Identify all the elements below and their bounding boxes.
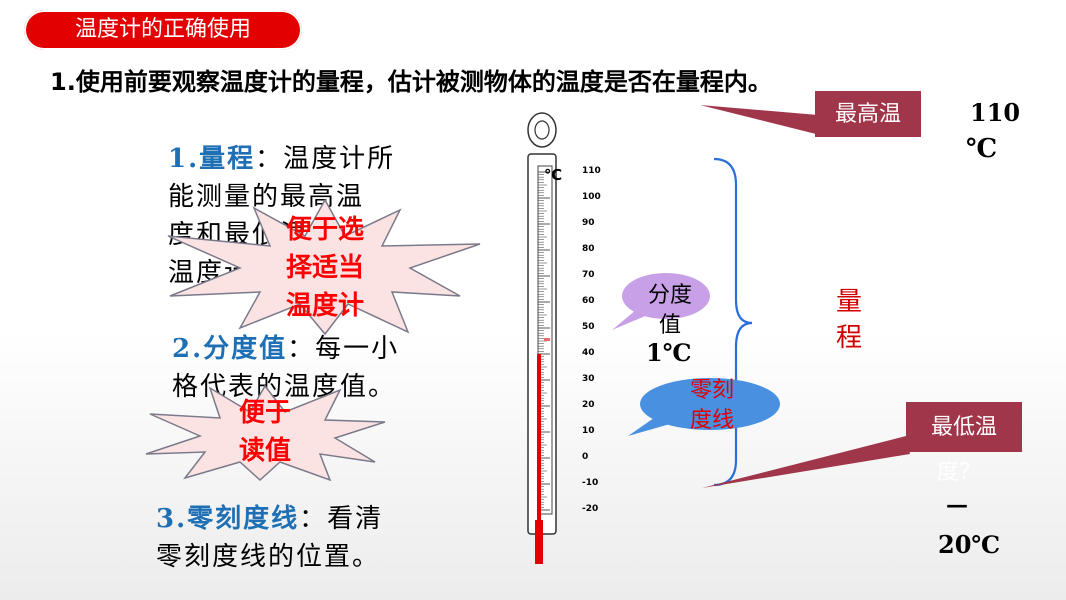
range-label-2: 程 — [836, 323, 863, 353]
max-temp-value-number: 110 — [970, 98, 1021, 127]
burst-select-thermometer — [167, 198, 481, 336]
max-callout-pointer — [700, 105, 828, 137]
burst1-line1: 便于选 — [285, 215, 364, 245]
thermometer-tick-label: 110 — [582, 166, 601, 176]
thermometer-tick-label: 40 — [582, 348, 595, 358]
thermometer-liquid — [537, 354, 541, 522]
item-division-line1: ：每一小 — [287, 334, 400, 364]
min-temp-box: 最低温 — [906, 402, 1022, 452]
burst-read-value — [145, 384, 386, 482]
item-zero-line: 3.零刻度线：看清 零刻度线的位置。 — [156, 500, 456, 576]
min-temp-q: 度？ — [937, 460, 982, 485]
thermometer-tick-label: 70 — [582, 270, 595, 280]
thermometer — [527, 112, 557, 564]
division-bubble — [612, 273, 710, 330]
thermometer-tick-label: 10 — [582, 426, 595, 436]
range-brace — [713, 157, 753, 487]
division-bubble-text: 分度 值 — [640, 281, 700, 341]
division-value: 1℃ — [646, 338, 692, 367]
thermometer-bulb — [535, 520, 543, 564]
thermometer-tick-label: 100 — [582, 192, 601, 202]
thermometer-tick-label: -10 — [582, 478, 599, 488]
burst-select-text: 便于选 择适当 温度计 — [250, 211, 400, 325]
slide-title: 温度计的正确使用 — [24, 10, 302, 50]
max-temp-box: 最高温 — [815, 91, 921, 137]
min-callout-pointer — [702, 436, 910, 488]
min-temp-value: 20℃ — [938, 530, 1001, 559]
thermometer-tick-label: 20 — [582, 400, 595, 410]
item-division-head: 2.分度值 — [172, 334, 288, 364]
thermometer-tick-label: 0 — [582, 452, 589, 462]
burst1-line3: 温度计 — [285, 291, 364, 321]
thermometer-tick-label: 50 — [582, 322, 595, 332]
item-zero-head: 3.零刻度线 — [156, 504, 300, 534]
burst-read-text: 便于 读值 — [205, 394, 325, 470]
slide-subtitle: 1.使用前要观察温度计的量程，估计被测物体的温度是否在量程内。 — [50, 68, 772, 96]
burst2-line1: 便于 — [238, 398, 291, 428]
item-range-head: 1.量程 — [168, 144, 256, 174]
burst2-line2: 读值 — [238, 436, 291, 466]
zero-line-bubble-text: 零刻 度线 — [672, 376, 752, 436]
burst1-line2: 择适当 — [285, 253, 364, 283]
item-range-line1: ：温度计所 — [255, 144, 396, 174]
thermometer-tick-label: 30 — [582, 374, 595, 384]
max-temp-value-unit: ℃ — [966, 134, 998, 164]
thermometer-tick-label: 90 — [582, 218, 595, 228]
thermometer-unit: ℃ — [544, 166, 563, 184]
zero-line-bubble — [628, 378, 780, 436]
thermometer-tick-label: 60 — [582, 296, 595, 306]
min-temp-dash: — — [946, 492, 968, 518]
division-bubble-line1: 分度 — [647, 283, 692, 308]
range-label-1: 量 — [836, 287, 863, 317]
thermometer-tick-label: 80 — [582, 244, 595, 254]
max-temp-q: 度？ — [848, 146, 893, 171]
range-label: 量 程 — [836, 284, 862, 356]
thermometer-tick-label: -20 — [582, 504, 599, 514]
item-zero-line2: 零刻度线的位置。 — [156, 542, 381, 572]
zero-line-line2: 度线 — [689, 408, 734, 433]
zero-line-line1: 零刻 — [689, 378, 734, 403]
item-zero-line1: ：看清 — [299, 504, 384, 534]
division-bubble-line2: 值 — [658, 313, 681, 338]
